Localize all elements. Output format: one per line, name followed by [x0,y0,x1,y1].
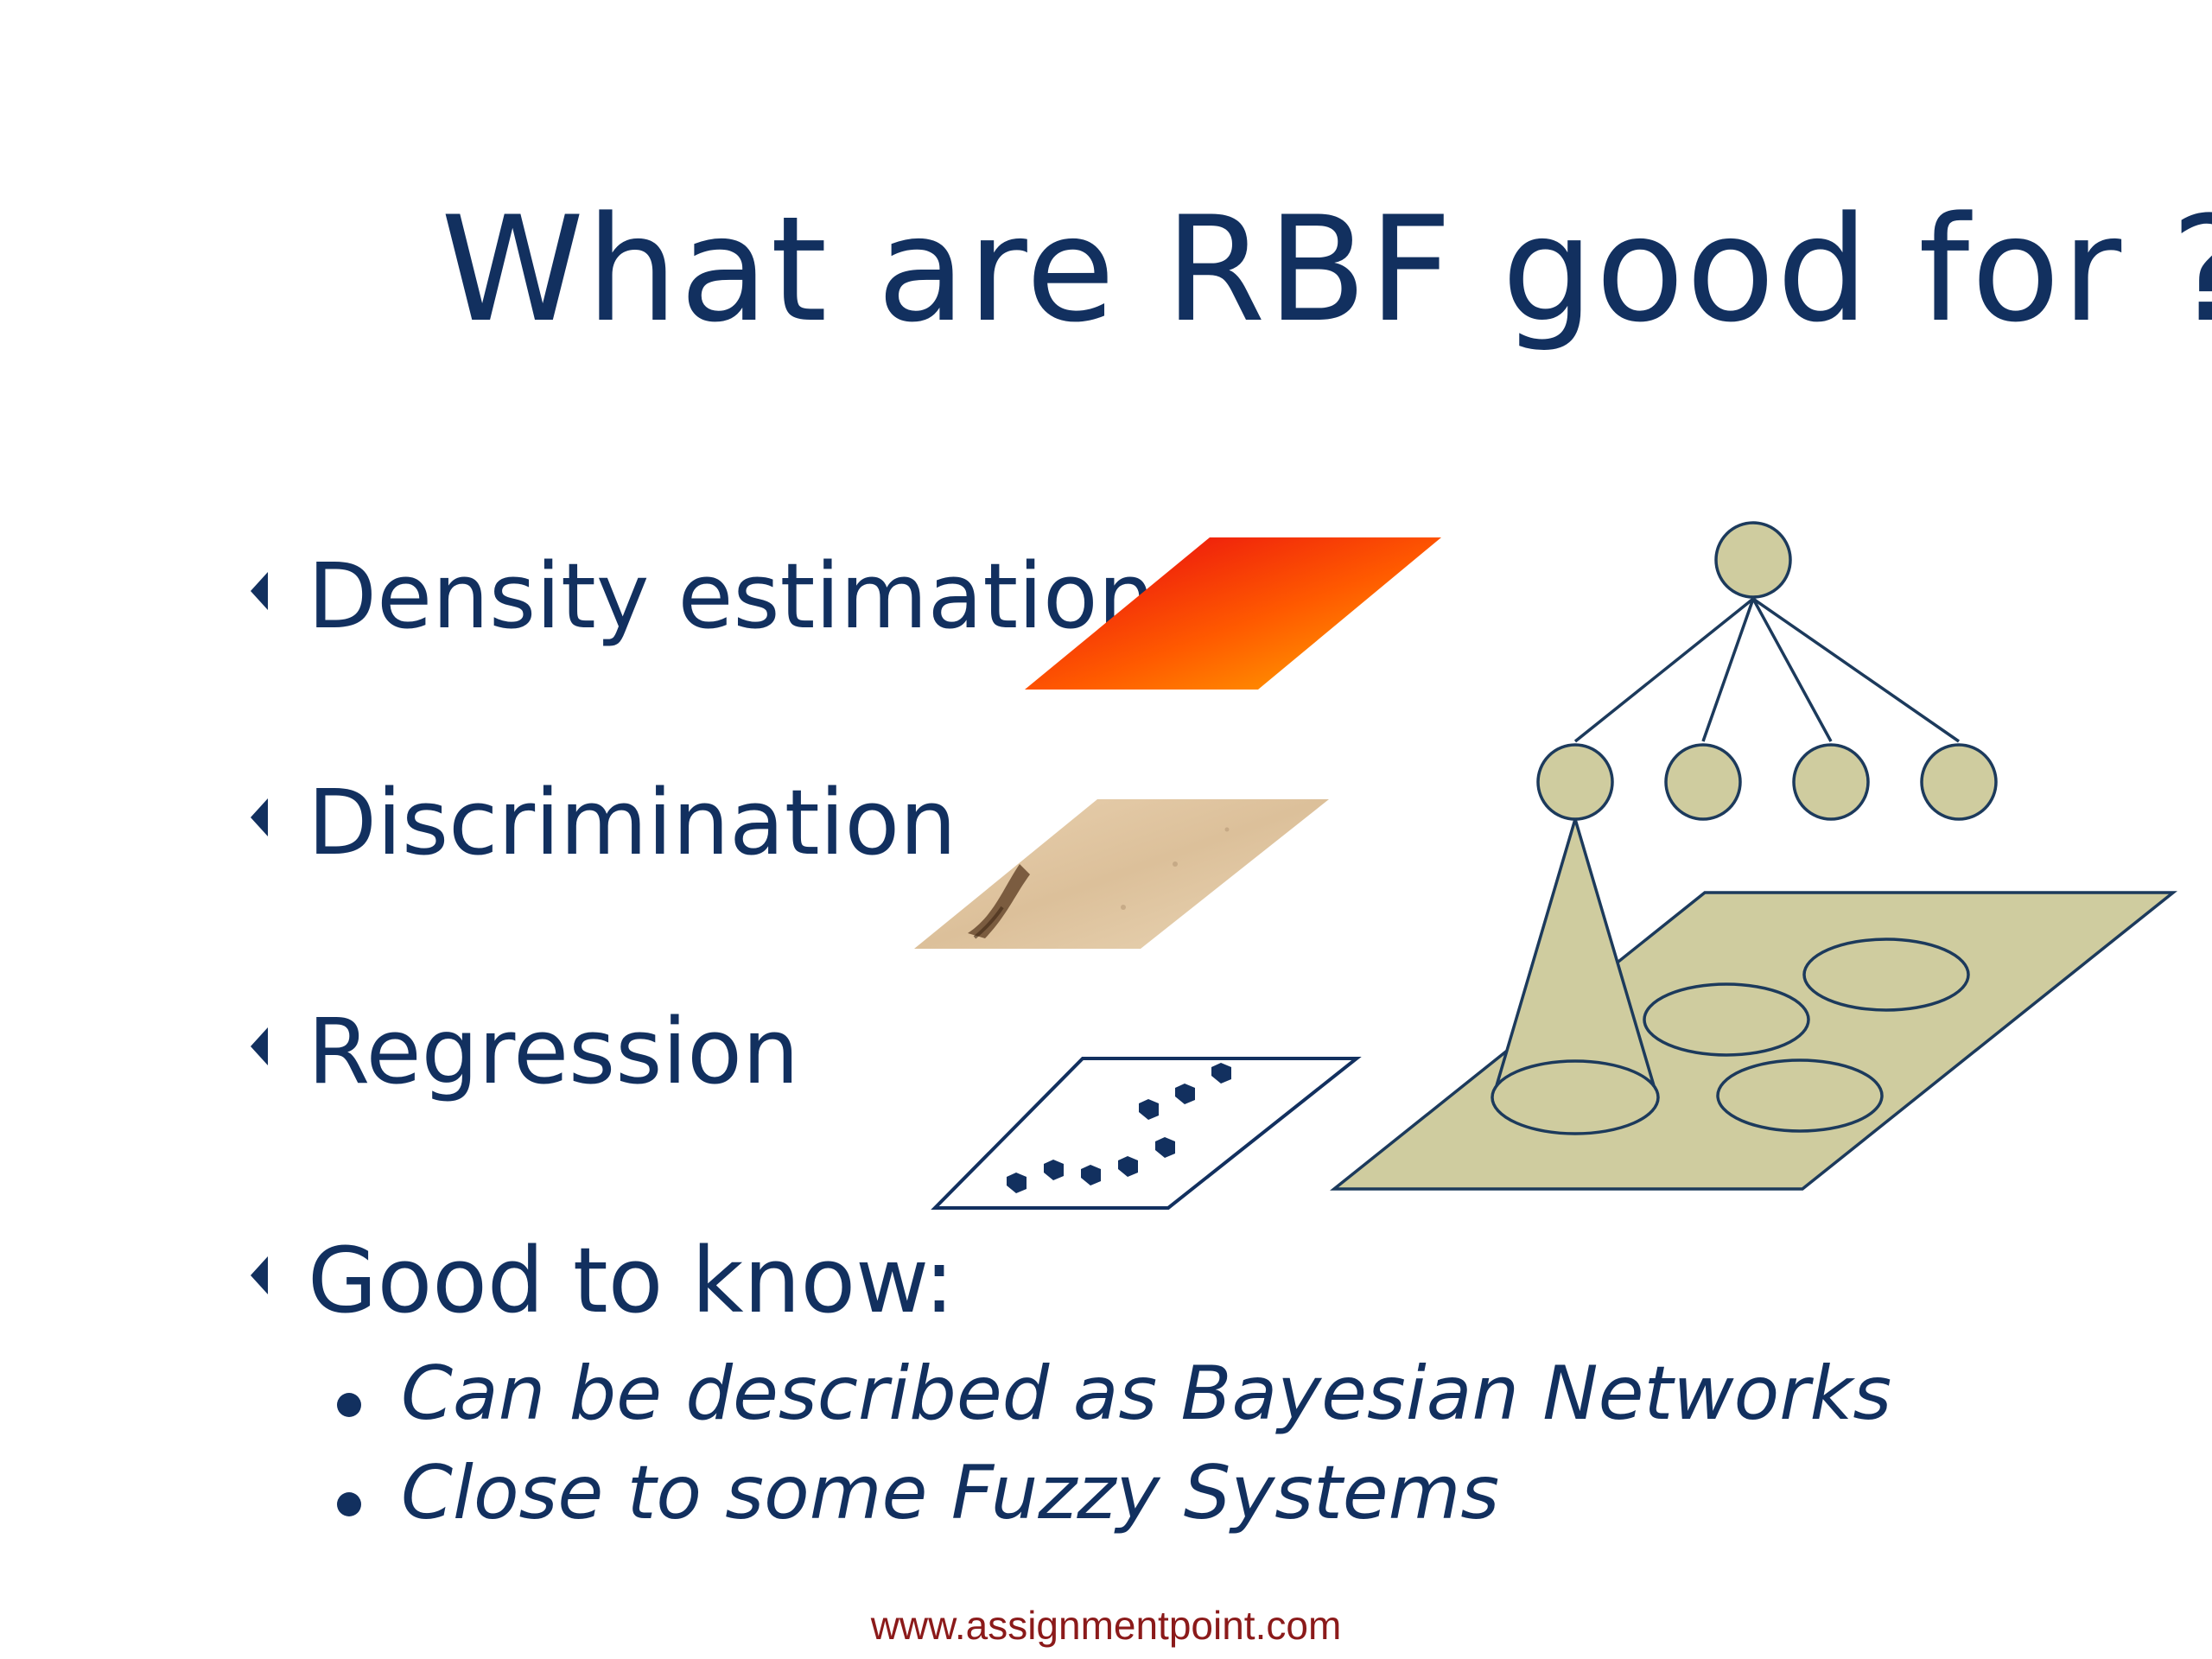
dot-bullet-icon [337,1492,361,1516]
basis-footprint [1716,1058,1884,1133]
output-node [1714,521,1792,599]
hidden-node [1664,743,1742,821]
triangle-bullet-icon [251,1256,268,1294]
basis-footprint [1802,938,1970,1012]
hidden-node [1920,743,1998,821]
discrimination-plane-icon [914,799,1329,949]
hidden-node [1792,743,1870,821]
bullet-label: Discrimination [308,770,957,875]
hidden-node [1536,743,1614,821]
bullet-label: Good to know: [308,1228,955,1333]
dot-bullet-icon [337,1393,361,1417]
bullet-label: Density estimation [308,543,1155,649]
basis-footprint [1643,982,1810,1057]
density-plane-icon [1025,537,1441,690]
slide-title: What are RBF good for ? [441,185,2212,354]
footer-url: www.assignmentpoint.com [870,1603,1342,1648]
basis-footprint [1491,1059,1660,1135]
regression-plane-icon [931,1057,1362,1210]
rbf-network-diagram [1330,521,2177,1191]
bullet-label: Regression [308,999,799,1104]
triangle-bullet-icon [251,1027,268,1065]
sub-bullet-label: Can be described as Bayesian Networks [401,1351,1892,1437]
triangle-bullet-icon [251,798,268,836]
sub-bullet-label: Close to some Fuzzy Systems [401,1450,1500,1536]
triangle-bullet-icon [251,572,268,610]
